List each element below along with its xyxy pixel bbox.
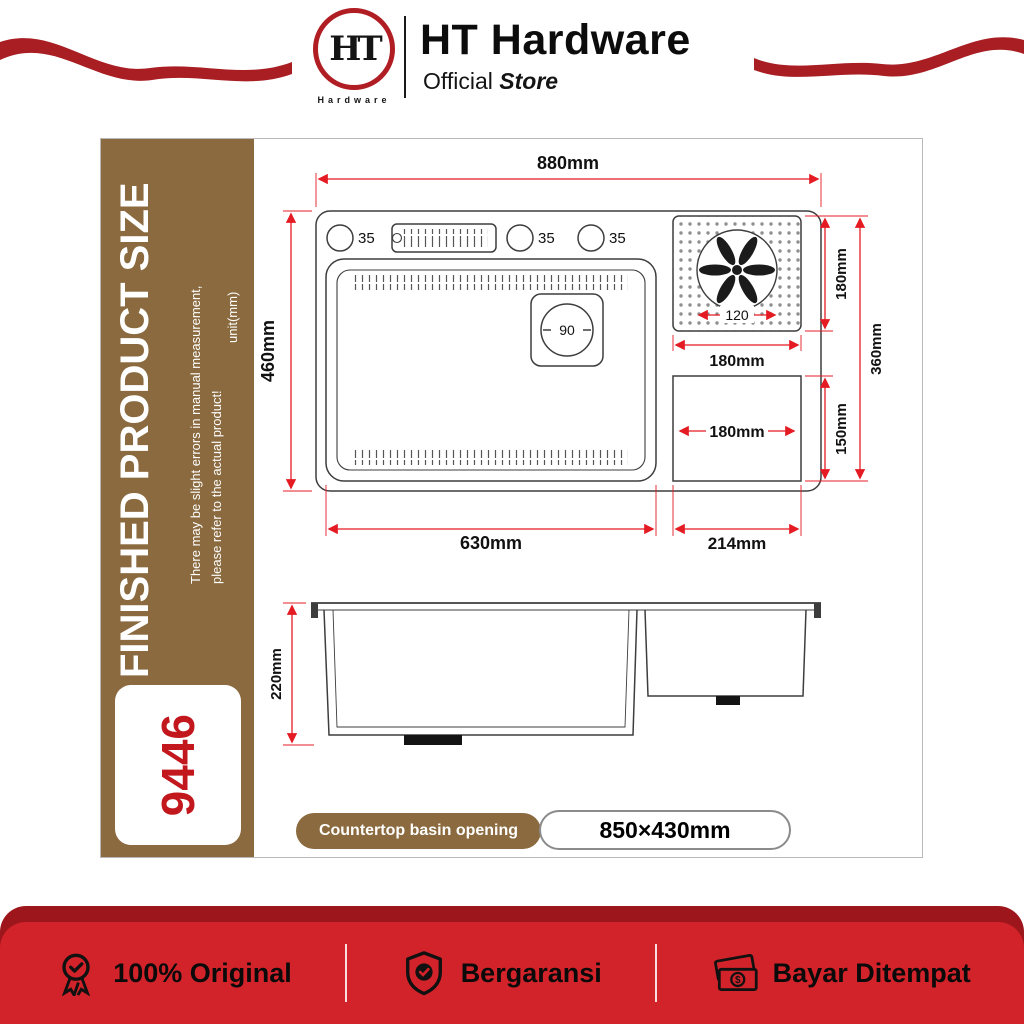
dim-basin-width: 630mm — [460, 533, 522, 553]
badge-cod-label: Bayar Ditempat — [772, 957, 971, 988]
subtitle-regular: Official — [423, 68, 493, 94]
sink-top-view — [315, 210, 822, 492]
main-drain-stub — [404, 735, 462, 745]
medal-icon — [62, 953, 91, 996]
panel-note: There may be slight errors in manual mea… — [187, 239, 225, 584]
dim-right-total-height: 360mm — [868, 323, 885, 375]
footer: 100% Original Bergaransi $ Bayar Ditempa… — [0, 906, 1024, 1024]
footer-divider-2 — [654, 944, 658, 1002]
subtitle-bold: Store — [499, 68, 559, 94]
badge-warranty: Bergaransi — [401, 950, 602, 996]
store-subtitle: Official Store — [423, 68, 558, 95]
dim-small-basin-width: 180mm — [709, 424, 764, 441]
store-logo: HT Hardware — [308, 8, 400, 105]
dimension-lines — [283, 173, 868, 746]
dim-bowl-depth: 220mm — [268, 648, 285, 700]
dim-total-depth: 460mm — [258, 320, 278, 382]
product-size-panel: FINISHED PRODUCT SIZE There may be sligh… — [100, 138, 923, 858]
footer-divider-1 — [344, 944, 348, 1002]
dim-small-basin-height: 150mm — [833, 403, 850, 455]
main-basin — [325, 258, 657, 482]
dimension-labels: 880mm 460mm 35 35 35 90 120 180mm 180mm … — [258, 153, 885, 700]
dollar-symbol: $ — [735, 975, 741, 986]
cash-icon: $ — [713, 953, 758, 991]
logo-circle: HT — [313, 8, 395, 90]
badge-warranty-label: Bergaransi — [460, 957, 602, 988]
dim-mat-width: 180mm — [709, 353, 764, 370]
dim-fan-diameter: 120 — [725, 307, 749, 323]
shield-check-icon — [405, 951, 442, 996]
store-name: HT Hardware — [420, 16, 691, 64]
badge-original: 100% Original — [53, 950, 292, 996]
dim-hole-2: 35 — [538, 230, 555, 247]
left-ribbon-decoration — [0, 38, 292, 82]
badge-original-label: 100% Original — [113, 957, 292, 988]
dim-right-section-width: 214mm — [708, 534, 767, 553]
model-number-box: 9446 — [115, 685, 241, 845]
faucet-hole-2 — [506, 224, 534, 252]
unit-label: unit(mm) — [225, 291, 240, 343]
panel-title: FINISHED PRODUCT SIZE — [113, 182, 157, 678]
right-ribbon-decoration — [754, 37, 1024, 77]
model-number: 9446 — [152, 713, 204, 817]
sink-side-view — [311, 602, 821, 745]
header-divider — [404, 16, 406, 98]
logo-caption: Hardware — [317, 95, 391, 105]
footer-badges: 100% Original Bergaransi $ Bayar Ditempa… — [0, 922, 1024, 1024]
note-line-2: please refer to the actual product! — [208, 390, 224, 584]
badge-cod: $ Bayar Ditempat — [711, 950, 971, 996]
size-sidebar: FINISHED PRODUCT SIZE There may be sligh… — [101, 139, 254, 857]
dim-drain-diameter: 90 — [559, 322, 575, 338]
sink-technical-drawing: 880mm 460mm 35 35 35 90 120 180mm 180mm … — [258, 153, 885, 746]
small-drain-stub — [716, 696, 740, 705]
dim-hole-3: 35 — [609, 230, 626, 247]
basin-drain-box — [530, 293, 604, 367]
dim-total-width: 880mm — [537, 153, 599, 173]
faucet-hole-1 — [326, 224, 354, 252]
store-header: HT Hardware HT Hardware Official Store — [0, 0, 1024, 128]
opening-label-pill: Countertop basin opening — [296, 813, 541, 849]
note-line-1: There may be slight errors in manual mea… — [188, 285, 203, 584]
dim-mat-height: 180mm — [833, 248, 850, 300]
fan-blades — [699, 236, 775, 304]
logo-monogram: HT — [329, 29, 382, 69]
faucet-hole-3 — [577, 224, 605, 252]
opening-value-pill: 850×430mm — [539, 810, 791, 850]
dim-hole-1: 35 — [358, 230, 375, 247]
